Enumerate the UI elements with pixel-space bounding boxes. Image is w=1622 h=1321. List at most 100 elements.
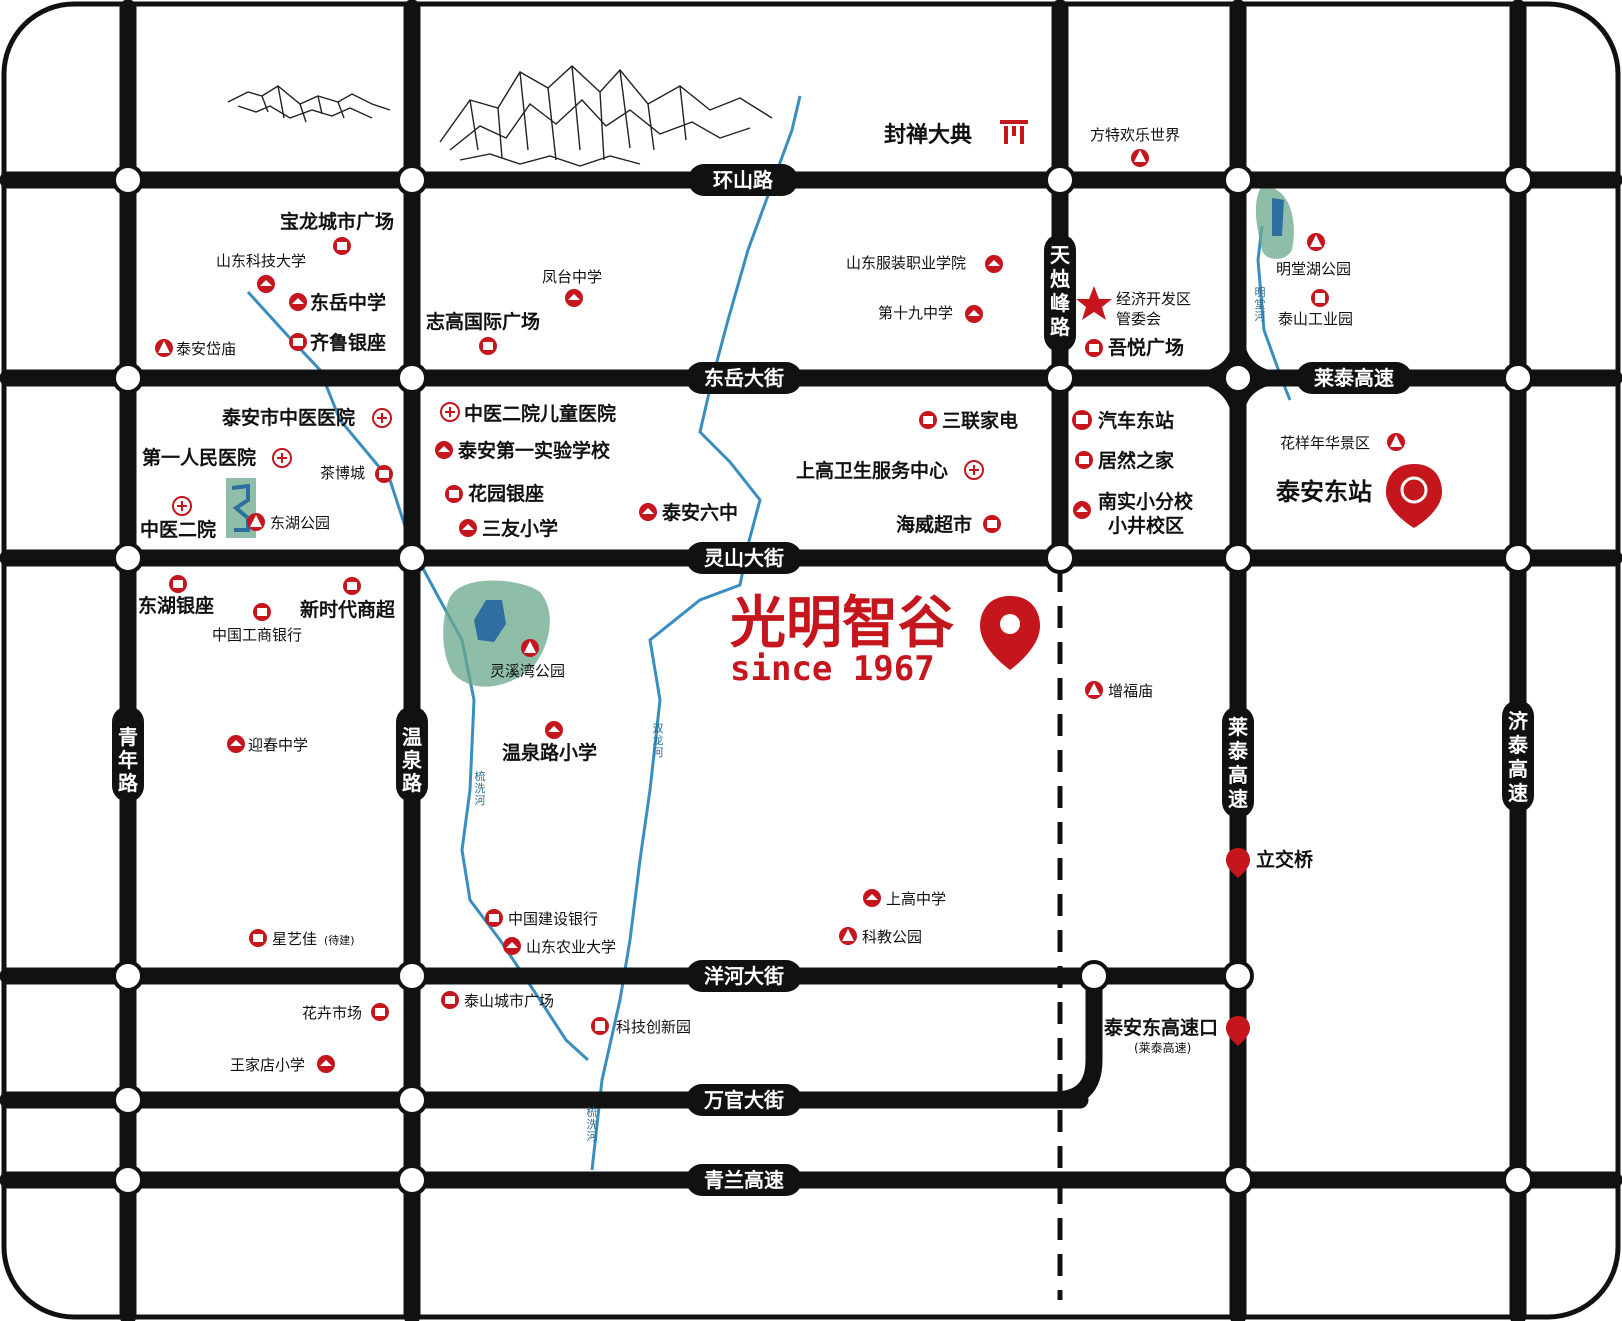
road-label-jitai: 济 泰 高 速 [1502, 700, 1534, 812]
svg-text:高: 高 [1508, 757, 1528, 781]
poi-wuyue: 吾悦广场 [1108, 336, 1184, 359]
school-icon [435, 441, 453, 459]
road-label-laitai-h: 莱泰高速 [1296, 362, 1412, 394]
bank-icon [253, 603, 271, 621]
poi-sdfz: 山东服装职业学院 [846, 254, 966, 272]
road-label-lingshan: 灵山大街 [686, 542, 802, 574]
road-label-wenquan: 温 泉 路 [396, 706, 428, 802]
poi-zhonger: 中医二院 [140, 518, 216, 541]
poi-fengchan: 封禅大典 [884, 122, 972, 148]
poi-sanyou: 三友小学 [482, 517, 558, 540]
location-pin-icon [1226, 1016, 1250, 1046]
poi-zhongyiyuan: 泰安市中医医院 [221, 406, 355, 429]
road-label-qingnian: 青 年 路 [112, 706, 144, 802]
svg-text:峰: 峰 [1050, 291, 1070, 315]
poi-keji: 科技创新园 [616, 1018, 691, 1036]
road-label-tianzhu: 天 烛 峰 路 [1044, 234, 1076, 352]
mall-icon [445, 485, 463, 503]
poi-shiyan: 泰安第一实验学校 [457, 439, 611, 462]
poi-sdkeji: 山东科技大学 [216, 252, 306, 270]
svg-text:洗: 洗 [587, 1118, 598, 1131]
poi-huayuan: 花园银座 [468, 482, 544, 505]
svg-text:青兰高速: 青兰高速 [704, 1168, 784, 1192]
svg-text:万官大街: 万官大街 [703, 1088, 784, 1112]
poi-xinshidai: 新时代商超 [300, 598, 396, 621]
poi-qilu: 齐鲁银座 [310, 331, 386, 354]
school-icon [227, 735, 245, 753]
river-label-naixi: 梳 洗 河 [475, 769, 486, 807]
school-icon [503, 937, 521, 955]
park-tree-icon [1307, 233, 1325, 251]
svg-text:灵山大街: 灵山大街 [704, 546, 784, 570]
poi-gaosukou-note: (莱泰高速) [1134, 1040, 1191, 1055]
poi-taiandong: 泰安东站 [1276, 478, 1372, 506]
park-tree-icon [247, 513, 265, 531]
industry-icon [1311, 289, 1329, 307]
hospital-icon [372, 408, 392, 428]
poi-taishan: 泰山城市广场 [464, 992, 554, 1010]
svg-text:明: 明 [1255, 286, 1266, 299]
svg-text:温: 温 [402, 725, 422, 749]
mall-icon [919, 411, 937, 429]
park-tree-icon [521, 639, 539, 657]
poi-shanggaozx: 上高中学 [886, 890, 946, 908]
railway-station-icon [1386, 464, 1442, 528]
mall-icon [169, 575, 187, 593]
svg-text:洋河大街: 洋河大街 [704, 964, 784, 988]
school-icon [459, 519, 477, 537]
svg-text:堂: 堂 [1255, 298, 1266, 311]
school-icon [1073, 501, 1091, 519]
poi-fangte: 方特欢乐世界 [1090, 126, 1180, 144]
road-label-qinglan: 青兰高速 [686, 1164, 802, 1196]
mall-icon [343, 577, 361, 595]
svg-text:青: 青 [118, 725, 138, 749]
poi-nanshi-2: 小井校区 [1108, 514, 1184, 537]
svg-text:河: 河 [653, 746, 664, 759]
poi-yingchun: 迎春中学 [248, 736, 308, 754]
svg-text:河: 河 [475, 794, 486, 807]
brand-tagline: since 1967 [730, 649, 935, 689]
svg-text:河: 河 [1255, 310, 1266, 323]
mall-icon [289, 333, 307, 351]
poi-haiwei: 海威超市 [896, 513, 972, 536]
road-label-huanshan: 环山路 [688, 164, 798, 196]
mall-icon [249, 929, 267, 947]
poi-shanggao: 上高卫生服务中心 [796, 459, 948, 482]
poi-qichedong: 汽车东站 [1098, 409, 1174, 432]
mountain-illustration-icon [227, 65, 773, 167]
poi-donghugy: 东湖公园 [270, 514, 330, 532]
svg-text:烛: 烛 [1050, 267, 1070, 291]
poi-dishijiu: 第十九中学 [878, 304, 953, 322]
poi-zengfu: 增福庙 [1108, 682, 1153, 700]
svg-text:泰: 泰 [1507, 733, 1529, 757]
road-label-wanguan: 万官大街 [686, 1084, 802, 1116]
school-icon [545, 721, 563, 739]
school-icon [639, 503, 657, 521]
svg-text:路: 路 [118, 771, 139, 795]
mall-icon [1085, 339, 1103, 357]
poi-gongshang: 中国工商银行 [212, 626, 302, 644]
svg-text:年: 年 [118, 748, 138, 772]
location-pin-icon [980, 596, 1040, 670]
poi-huahui: 花卉市场 [302, 1004, 362, 1022]
river-label-naixi-south: 梳 洗 河 [587, 1105, 598, 1143]
bank-icon [485, 909, 503, 927]
school-icon [985, 255, 1003, 273]
intersection-nodes [112, 164, 1534, 1196]
svg-text:天: 天 [1050, 243, 1071, 267]
svg-text:速: 速 [1228, 787, 1248, 811]
school-icon [565, 289, 583, 307]
star-icon [1076, 286, 1112, 320]
school-icon [289, 293, 307, 311]
road-label-laitai-v: 莱 泰 高 速 [1222, 706, 1254, 818]
school-icon [257, 275, 275, 293]
poi-kejiaogy: 科教公园 [862, 928, 922, 946]
poi-sdnongye: 山东农业大学 [526, 938, 616, 956]
svg-text:东岳大街: 东岳大街 [704, 366, 784, 390]
svg-text:莱泰高速: 莱泰高速 [1314, 366, 1394, 390]
poi-jingji: 经济开发区 [1116, 290, 1191, 308]
exit-connector-road [1031, 967, 1103, 1109]
